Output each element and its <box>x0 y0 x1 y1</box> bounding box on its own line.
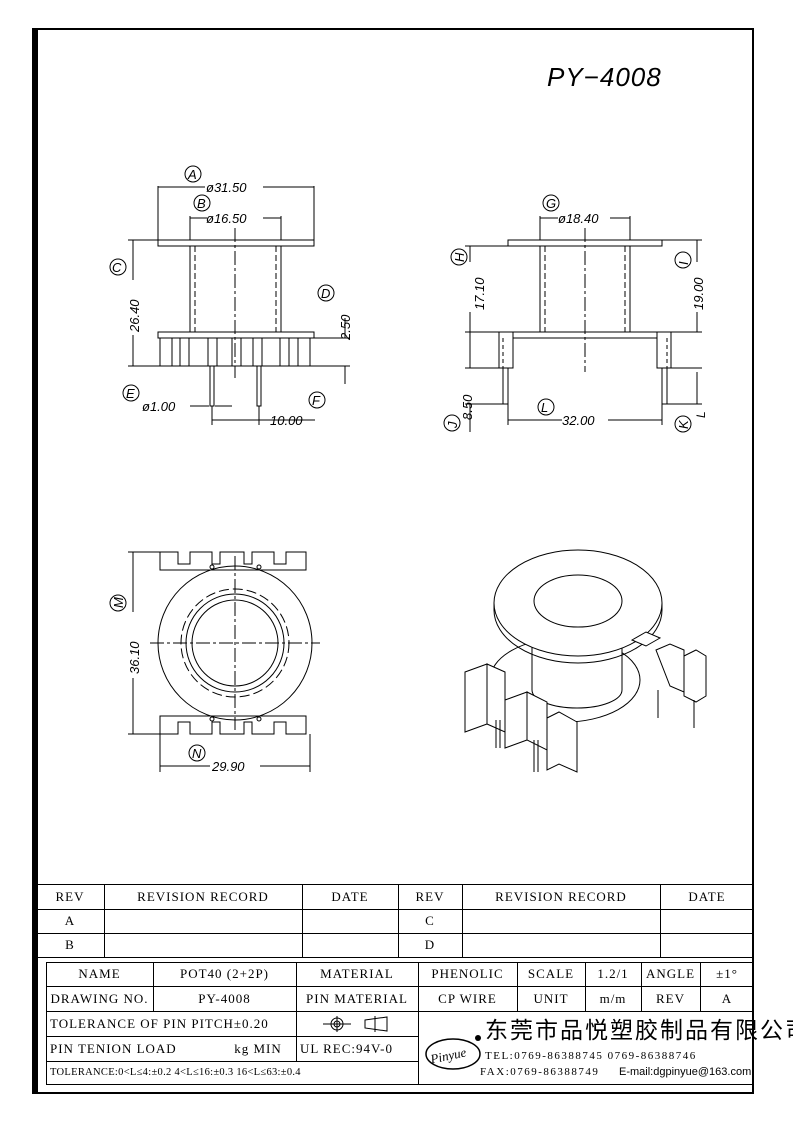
general-tolerance: TOLERANCE:0<L≤4:±0.2 4<L≤16:±0.3 16<L≤63… <box>50 1067 301 1078</box>
label-n: N <box>192 746 202 761</box>
label-e: E <box>126 386 135 401</box>
label-b: B <box>197 196 206 211</box>
rev-value: A <box>721 990 733 1006</box>
company-tel: TEL:0769-86388745 0769-86388746 <box>485 1050 697 1062</box>
scale-value: 1.2/1 <box>597 966 629 981</box>
pin-material-label: PIN MATERIAL <box>306 990 408 1006</box>
top-view: M 36.10 N 29.90 <box>109 551 320 774</box>
isometric-view <box>464 549 707 773</box>
material-value: PHENOLIC <box>431 966 504 981</box>
label-d: D <box>321 286 330 301</box>
front-view: A ø31.50 B ø16.50 C 26.40 D 2.50 E ø1.00 <box>109 165 353 428</box>
dim-l: 32.00 <box>562 413 595 428</box>
rev-header-1: REV <box>55 888 85 904</box>
date-header-1: DATE <box>331 888 369 904</box>
company-logo: Pinyue <box>425 1035 481 1070</box>
unit-value: m/m <box>599 990 627 1006</box>
label-l: L <box>541 400 548 415</box>
ul-rating: UL REC:94V-0 <box>300 1040 394 1056</box>
drawing-no-label: DRAWING NO. <box>50 990 149 1006</box>
rev-label: REV <box>656 990 685 1006</box>
drawing-frame <box>36 28 754 1094</box>
pin-pitch-tolerance: TOLERANCE OF PIN PITCH±0.20 <box>50 1015 269 1031</box>
unit-label: UNIT <box>533 990 569 1006</box>
material-label: MATERIAL <box>320 966 394 981</box>
logo-text: Pinyue <box>428 1044 468 1066</box>
dim-b: ø16.50 <box>206 211 247 226</box>
name-label: NAME <box>78 966 121 981</box>
dim-k-label: L <box>694 411 708 418</box>
label-h: H <box>452 252 467 262</box>
side-view: G ø18.40 H 17.10 J 8.50 I 19.00 K L <box>443 194 708 433</box>
revision-record-header-1: REVISION RECORD <box>137 888 269 904</box>
projection-symbol <box>296 1011 418 1036</box>
rev-header-2: REV <box>415 888 445 904</box>
dim-h: 17.10 <box>472 277 487 310</box>
label-c: C <box>112 260 122 275</box>
rev-row-d: D <box>424 937 436 952</box>
revision-record-header-2: REVISION RECORD <box>495 888 627 904</box>
rev-row-a: A <box>64 913 76 928</box>
name-value: POT40 (2+2P) <box>179 966 270 981</box>
angle-label: ANGLE <box>645 966 696 981</box>
company-email: E-mail:dgpinyue@163.com <box>619 1066 752 1078</box>
rev-row-c: C <box>425 913 435 928</box>
dim-j: 8.50 <box>460 394 475 420</box>
dim-g: ø18.40 <box>558 211 599 226</box>
date-header-2: DATE <box>688 888 726 904</box>
dim-m: 36.10 <box>127 641 142 674</box>
pin-material-value: CP WIRE <box>438 990 497 1006</box>
dim-e: ø1.00 <box>142 399 176 414</box>
dim-a: ø31.50 <box>206 180 247 195</box>
label-j: J <box>445 421 460 429</box>
company-name: 东莞市品悦塑胶制品有限公司 <box>485 1018 793 1044</box>
drawing-title: PY−4008 <box>547 62 662 92</box>
pin-tension-label: PIN TENION LOAD <box>50 1040 177 1056</box>
drawing-no-value: PY-4008 <box>198 990 251 1006</box>
label-k: K <box>676 419 691 429</box>
rev-row-b: B <box>65 937 75 952</box>
company-fax: FAX:0769-86388749 <box>480 1066 600 1078</box>
pin-tension-value: kg MIN <box>234 1040 282 1056</box>
scale-label: SCALE <box>527 966 575 981</box>
label-a: A <box>187 167 197 182</box>
angle-value: ±1° <box>716 966 738 981</box>
label-m: M <box>111 597 126 608</box>
label-i: I <box>676 261 691 265</box>
dim-d: 2.50 <box>338 314 353 341</box>
dim-n: 29.90 <box>211 759 245 774</box>
label-f: F <box>312 393 321 408</box>
label-g: G <box>546 196 556 211</box>
projection-icon <box>323 1015 388 1032</box>
dim-i: 19.00 <box>691 277 706 310</box>
dim-c: 26.40 <box>127 299 142 333</box>
frame-left-bar <box>32 28 36 1094</box>
